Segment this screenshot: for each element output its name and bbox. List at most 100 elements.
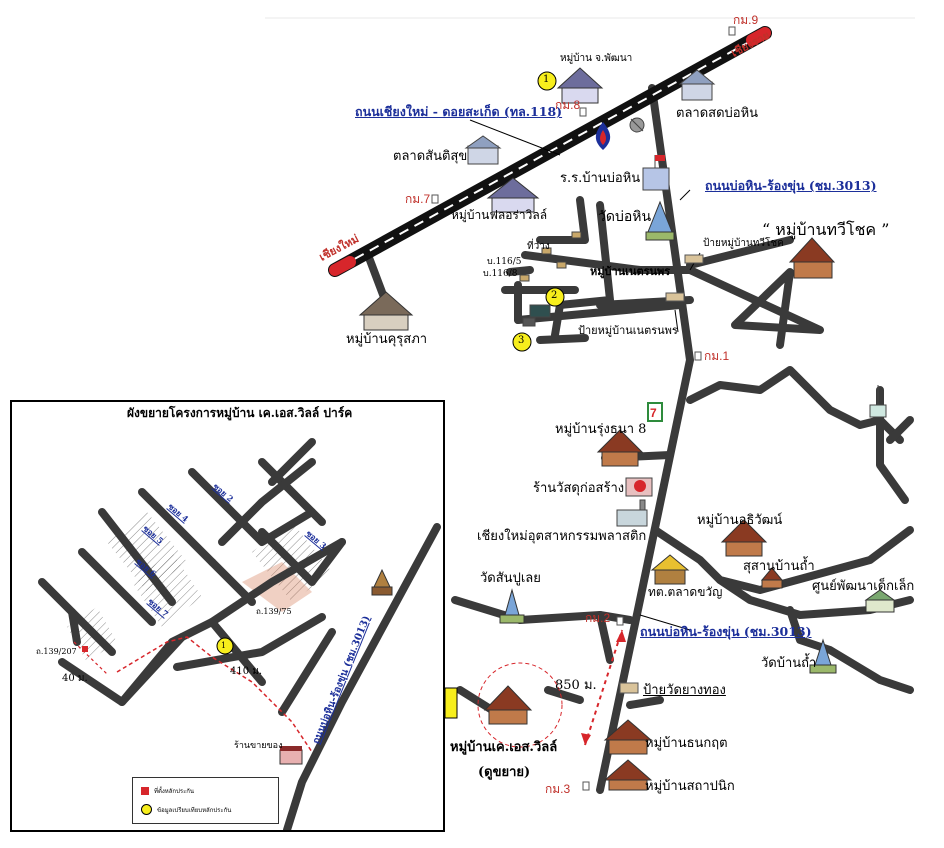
km3-label: กม.3 [545, 782, 571, 796]
ks-ville-circle [477, 662, 563, 748]
km2-label: กม.2 [585, 611, 611, 625]
inset-road-k [208, 558, 256, 606]
km-posts [431, 26, 736, 791]
temple-icon-cemetery [760, 567, 784, 589]
house-icon-tawichoke [788, 237, 836, 279]
gas-station-icon [595, 122, 611, 150]
road-netra-4 [506, 266, 534, 276]
wat-sanpuloei-label: วัดสันปูเลย [480, 571, 541, 586]
inset-road-f [258, 458, 326, 526]
village-sathanik-label: หมู่บ้านสถาปนิก [645, 779, 735, 794]
inset-shop-label: ร้านขายของ [234, 741, 283, 751]
plot-areas [67, 512, 332, 662]
road-west-1 [451, 596, 634, 624]
b116-8-label: บ.116/8 [483, 269, 518, 279]
house-icon-chor [556, 67, 604, 104]
road-west-4 [626, 696, 664, 709]
road-east-3 [886, 416, 914, 444]
seven-eleven-icon: 7 [647, 402, 663, 422]
inset-route [116, 636, 313, 753]
road-3013-top-label: ถนนบ่อหิน-ร้องขุ่น (ชม.3013) [705, 178, 877, 193]
road-east-1 [686, 366, 904, 444]
inset-road-n [173, 613, 326, 671]
school-label: ร.ร.บ้านบ่อหิน [560, 171, 641, 186]
village-netra-label: หมู่บ้านเนตรนพร [590, 265, 671, 278]
village-thanakrit-label: หมู่บ้านธนกฤต [645, 736, 728, 751]
road-118-label: ถนนเชียงใหม่ - ดอยสะเก็ด (ทล.118) [355, 104, 563, 119]
road-west-2 [596, 611, 614, 664]
house-icon-sathanik [603, 759, 653, 791]
markers [512, 71, 565, 352]
village-chor-label: หมู่บ้าน จ.พัฒนา [560, 53, 633, 64]
road-netra-3 [521, 251, 644, 274]
inset-road-j [38, 578, 116, 656]
inset-temple-icon [371, 568, 393, 596]
market-icon-santisuk [464, 135, 502, 165]
temple-icon-sanpuloei [499, 588, 525, 624]
legend-red-text: ที่ตั้งหลักประกัน [154, 788, 195, 795]
market-santisuk-label: ตลาดสันติสุข [393, 149, 468, 164]
km8-post-icon [579, 107, 587, 117]
village-flora-label: หมู่บ้านฟลอร่าวิลล์ [451, 208, 548, 222]
km3-post-icon [582, 781, 590, 791]
house-icon-ks-ville [483, 685, 533, 725]
childcare-label: ศูนย์พัฒนาเด็กเล็ก [812, 579, 915, 594]
inset-route-40 [73, 641, 108, 675]
highway-end-east [746, 27, 771, 46]
factory-icon-plastic [616, 499, 648, 527]
inset-road-p [68, 608, 81, 646]
house-icon-thanakrit [603, 719, 653, 755]
legend-row-compare: ข้อมูลเปรียบเทียบหลักประกัน [141, 804, 231, 815]
inset-road-g [218, 458, 316, 546]
inset-title: ผังขยายโครงการหมู่บ้าน เค.เอส.วิลล์ ปาร์… [127, 406, 353, 420]
sign-netra-label: ป้ายหมู่บ้านเนตรนพร [578, 324, 678, 337]
sign-icon-netra [665, 292, 685, 302]
inset-road-e [188, 468, 316, 546]
local-roads [364, 84, 914, 794]
road-3013-bottom-label: ถนนบ่อหิน-ร้องขุ่น (ชม.3013) [640, 624, 812, 639]
legend-yellow-circle-icon [141, 804, 152, 815]
inset-road-l [258, 528, 346, 586]
inset-subject-point [82, 646, 88, 652]
inset-map: ผังขยายโครงการหมู่บ้าน เค.เอส.วิลล์ ปาร์… [10, 400, 445, 832]
inset-road-a [58, 538, 346, 706]
house-icon-athiwat [720, 519, 768, 557]
market-icon-bohin [678, 69, 716, 101]
sign-wat-yangthong-label: ป้ายวัดยางทอง [643, 683, 726, 698]
b116-5-label: บ.116/5 [487, 257, 522, 267]
km9-post-icon [728, 26, 736, 36]
inset-marker-1 [216, 637, 234, 655]
km7-post-icon [431, 194, 439, 204]
road-tawichoke-2 [686, 236, 794, 269]
building-icons [358, 67, 896, 791]
road-east-4 [651, 526, 914, 594]
expand-label: (ดูขยาย) [478, 765, 531, 780]
satellite-dish-icon [629, 117, 645, 133]
road-east-6 [786, 606, 914, 694]
sign-tawichoke-label: ป้ายหมู่บ้านทวีโชค [703, 238, 784, 249]
tambon-office-label: ทต.ตลาดขวัญ [648, 585, 723, 599]
road-3013 [596, 84, 694, 794]
cemetery-label: สุสานบ้านถ้ำ [743, 559, 815, 574]
road-netra-8 [536, 334, 589, 344]
childcare-icon [864, 589, 896, 613]
marker-2 [545, 287, 565, 307]
marker-3-text: 3 [518, 335, 525, 346]
inset-dist-410: 410 ม. [230, 666, 263, 677]
km7-label: กม.7 [405, 192, 431, 206]
village-athiwat-label: หมู่บ้านอธิวัฒน์ [697, 513, 783, 528]
inset-road-b [118, 633, 186, 706]
plastic-industry-label: เชียงใหม่อุตสาหกรรมพลาสติก [477, 529, 647, 544]
inset-road-i [78, 548, 156, 626]
village-ks-label: หมู่บ้านเค.เอส.วิลล์ [450, 740, 558, 755]
inset-road-3013 [283, 523, 441, 830]
highway-end-west [329, 256, 356, 276]
inset-road-m [208, 618, 266, 686]
tower-icon-east [869, 385, 887, 418]
shop-icon-construction [625, 477, 653, 497]
km2-post-icon [616, 616, 624, 626]
inset-marker-text: 1 [221, 641, 227, 650]
inset-lot-a: ถ.139/207 [36, 647, 77, 656]
road-netra-2 [536, 196, 589, 244]
